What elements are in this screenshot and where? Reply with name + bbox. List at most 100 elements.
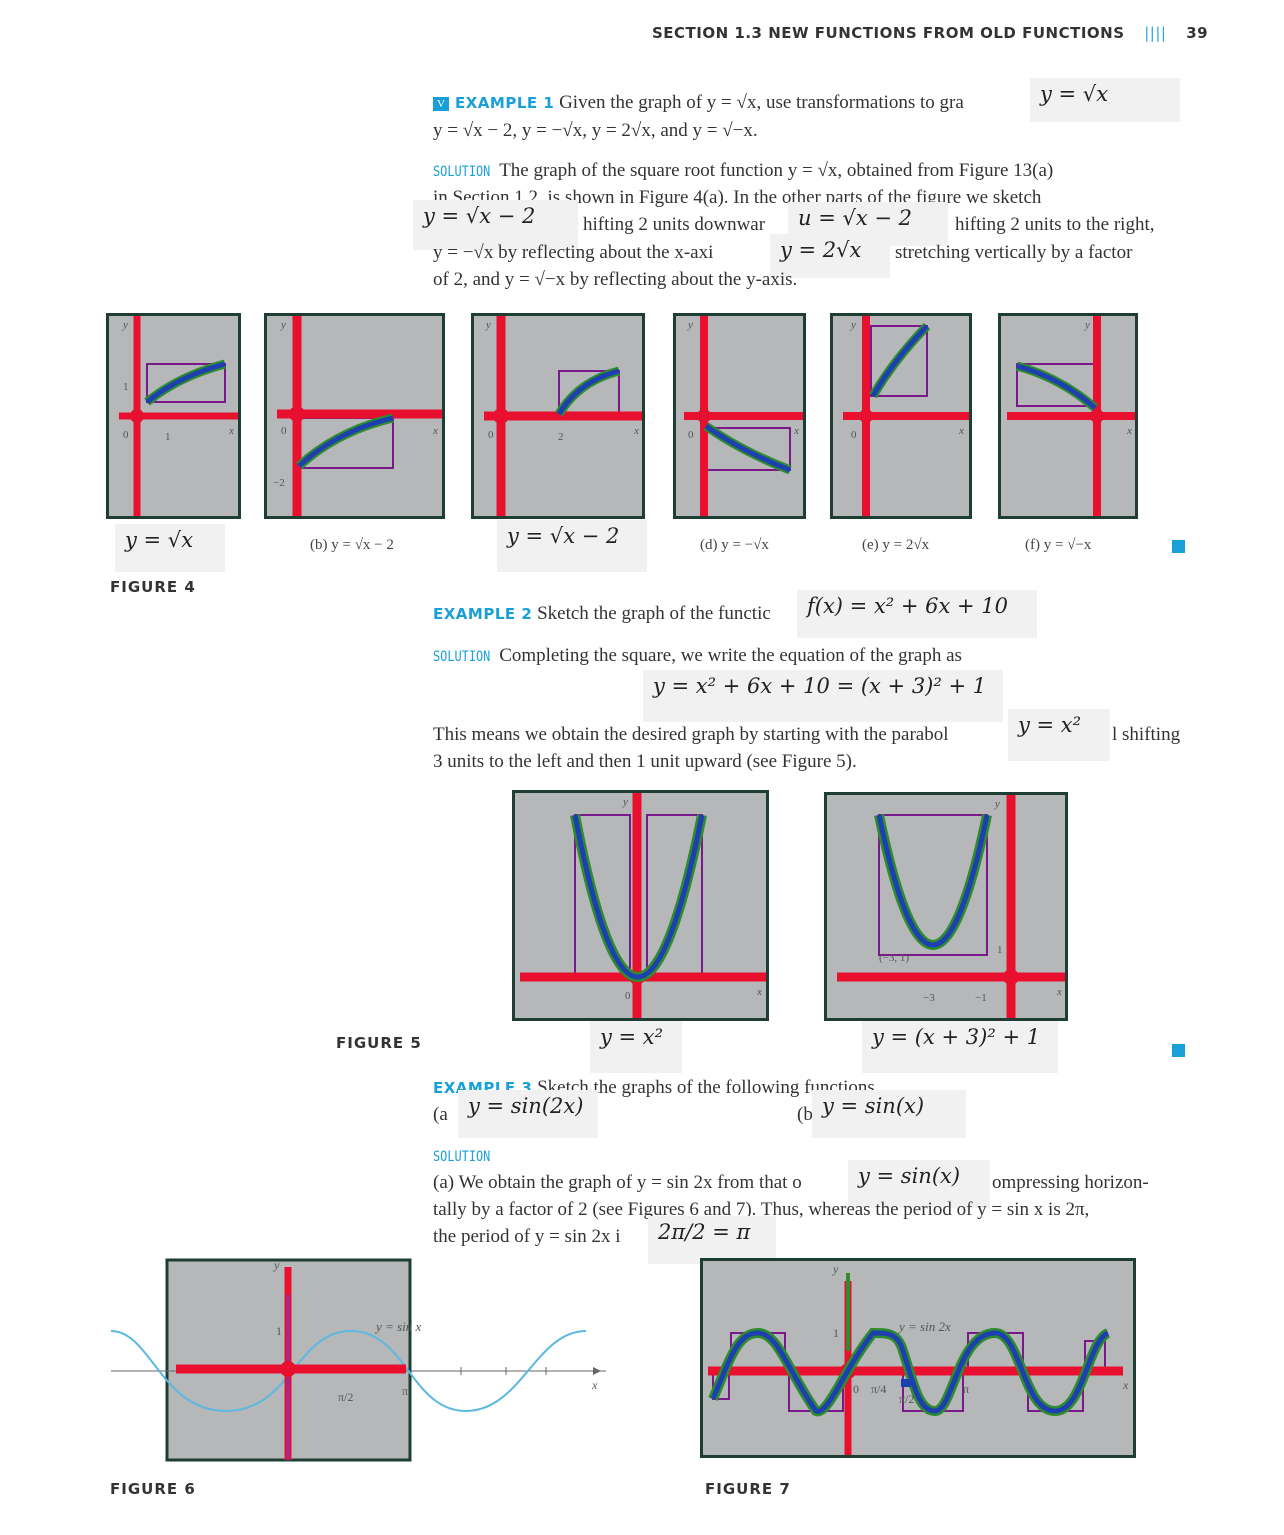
svg-text:π/2: π/2 — [338, 1390, 353, 1404]
svg-text:y: y — [622, 796, 628, 808]
svg-text:1: 1 — [123, 381, 129, 393]
caption-chip: y = √x − 2 — [497, 520, 647, 572]
curve-label: y = sin x — [374, 1319, 421, 1334]
parabola-graph: y 0 x — [520, 793, 766, 1018]
example1-line2: y = √x − 2, y = −√x, y = 2√x, and y = √−… — [433, 120, 758, 141]
svg-text:x: x — [1122, 1378, 1129, 1392]
solution1-line1: SOLUTION The graph of the square root fu… — [433, 157, 1053, 186]
svg-text:π/2: π/2 — [899, 1392, 914, 1406]
figure4-panel-c: y 0 2 x — [471, 313, 645, 519]
figure6-label: FIGURE 6 — [110, 1480, 196, 1498]
svg-text:x: x — [756, 986, 762, 998]
figure5-panel-a: y 0 x — [512, 790, 769, 1021]
figure5-label: FIGURE 5 — [336, 1034, 422, 1052]
graph-e: y 0 x — [843, 316, 969, 516]
equation-chip: y = √x — [1030, 78, 1180, 122]
curve-label: y = sin 2x — [897, 1319, 951, 1334]
svg-text:y: y — [850, 319, 856, 331]
svg-text:0: 0 — [123, 429, 129, 441]
sqrt-curve — [704, 423, 791, 473]
svg-text:0: 0 — [625, 990, 631, 1002]
svg-text:0: 0 — [488, 429, 494, 441]
svg-text:π: π — [402, 1384, 408, 1398]
caption-chip: y = √x — [115, 524, 225, 572]
equation-chip: y = x² — [1008, 709, 1110, 761]
y-label: y — [122, 319, 128, 331]
svg-text:y: y — [280, 319, 286, 331]
svg-text:x: x — [228, 425, 234, 437]
svg-text:x: x — [591, 1378, 598, 1392]
sqrt-curve — [870, 324, 929, 398]
graph-f: y x — [1007, 316, 1135, 516]
display-equation: y = x² + 6x + 10 = (x + 3)² + 1 — [643, 670, 1003, 722]
end-of-example-icon — [1172, 1044, 1185, 1057]
graph-d: y 0 x — [684, 316, 803, 516]
solution1-line5: of 2, and y = √−x by reflecting about th… — [433, 269, 798, 290]
sqrt-curve — [297, 415, 394, 468]
svg-text:x: x — [432, 425, 438, 437]
figure7-label: FIGURE 7 — [705, 1480, 791, 1498]
svg-text:π: π — [963, 1382, 969, 1396]
svg-text:1: 1 — [997, 944, 1003, 956]
svg-text:1: 1 — [165, 431, 171, 443]
svg-text:x: x — [633, 425, 639, 437]
equation-chip: y = 2√x — [770, 234, 890, 278]
figure4-panel-b: y 0 −2 x — [264, 313, 445, 519]
solution-label: SOLUTION — [433, 164, 491, 180]
svg-text:(−3, 1): (−3, 1) — [879, 952, 909, 964]
example2-label: EXAMPLE 2 — [433, 605, 533, 623]
sqrt-curve — [1016, 363, 1097, 410]
end-of-example-icon — [1172, 540, 1185, 553]
svg-text:1: 1 — [276, 1324, 282, 1338]
equation-chip: y = sin(x) — [848, 1160, 990, 1208]
figure4-label: FIGURE 4 — [110, 578, 196, 596]
figure4-panel-d: y 0 x — [673, 313, 806, 519]
svg-text:x: x — [958, 425, 964, 437]
equation-chip: f(x) = x² + 6x + 10 — [797, 590, 1037, 638]
page-number: 39 — [1186, 24, 1209, 42]
figure6-graph: y 1 y = sin x π/2 π x — [110, 1258, 606, 1462]
svg-text:−2: −2 — [273, 477, 285, 489]
svg-text:2: 2 — [558, 431, 564, 443]
caption-chip: y = x² — [590, 1021, 682, 1073]
running-header: SECTION 1.3 NEW FUNCTIONS FROM OLD FUNCT… — [652, 24, 1209, 42]
svg-text:−3: −3 — [923, 992, 935, 1004]
sin2x-graph: y 1 y = sin 2x 0 π/4 π/2 π x — [708, 1262, 1129, 1455]
svg-text:y: y — [485, 319, 491, 331]
sqrt-curve — [556, 368, 620, 416]
equation-chip: y = sin(2x) — [458, 1090, 598, 1138]
svg-text:y: y — [1084, 319, 1090, 331]
solution-label: SOLUTION — [433, 1149, 491, 1165]
svg-text:y: y — [832, 1262, 839, 1276]
bounding-box — [146, 363, 226, 403]
bounding-box — [878, 814, 988, 956]
parabola-curve — [572, 814, 705, 980]
solution2-line: SOLUTION Completing the square, we write… — [433, 645, 962, 666]
figure5-panel-b: y (−3, 1) 1 −3 −1 x — [824, 792, 1068, 1021]
graph-a: y 1 0 1 x — [119, 316, 238, 516]
caption-b: (b) y = √x − 2 — [310, 537, 394, 553]
example1-label: EXAMPLE 1 — [455, 94, 555, 112]
svg-text:y: y — [994, 798, 1000, 810]
graph-c: y 0 2 x — [484, 316, 642, 516]
parabola-curve — [876, 814, 990, 948]
sqrt-curve — [145, 361, 226, 404]
bounding-box — [870, 325, 928, 397]
svg-text:1: 1 — [833, 1326, 839, 1340]
graph-b: y 0 −2 x — [273, 316, 442, 516]
figure4-panel-e: y 0 x — [830, 313, 972, 519]
svg-text:x: x — [793, 425, 799, 437]
equation-chip: y = √x − 2 — [413, 200, 578, 250]
svg-text:−1: −1 — [975, 992, 987, 1004]
figure4-panel-f: y x — [998, 313, 1138, 519]
svg-text:0: 0 — [851, 429, 857, 441]
caption-d: (d) y = −√x — [700, 537, 769, 553]
svg-text:y: y — [273, 1258, 280, 1272]
svg-text:0: 0 — [688, 429, 694, 441]
svg-text:0: 0 — [853, 1382, 859, 1396]
svg-text:0: 0 — [281, 425, 287, 437]
shifted-parabola-graph: y (−3, 1) 1 −3 −1 x — [837, 795, 1065, 1018]
svg-text:x: x — [1126, 425, 1132, 437]
svg-text:y: y — [687, 319, 693, 331]
